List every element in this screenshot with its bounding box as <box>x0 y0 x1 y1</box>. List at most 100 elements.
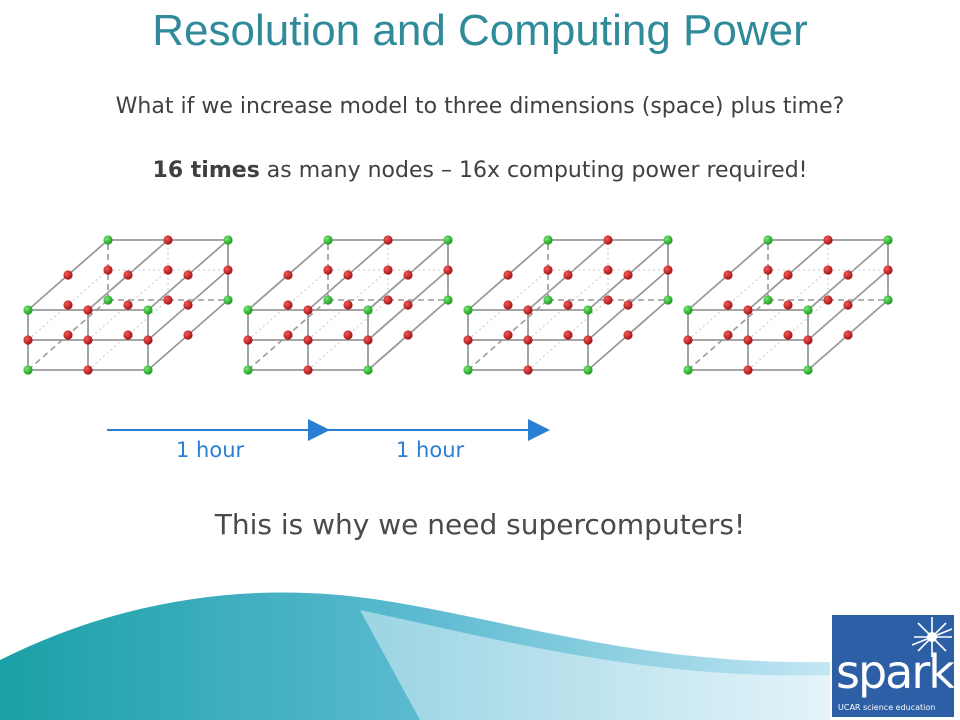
nodes-statement-bold: 16 times <box>152 158 260 183</box>
grid-node-red <box>503 270 513 280</box>
grid-node-red <box>763 265 773 275</box>
grid-node-red <box>403 270 413 280</box>
grid-node-red <box>383 265 393 275</box>
grid-node-red <box>343 300 353 310</box>
grid-node-green <box>323 295 333 305</box>
grid-node-red <box>803 335 813 345</box>
grid-node-red <box>883 265 893 275</box>
grid-node-green <box>763 235 773 245</box>
grid-node-red <box>823 265 833 275</box>
grid-node-red <box>503 330 513 340</box>
grid-node-red <box>783 270 793 280</box>
grid-cube-2 <box>243 235 453 375</box>
grid-node-red <box>823 235 833 245</box>
arrow-head-2 <box>528 419 550 441</box>
grid-node-red <box>543 265 553 275</box>
spark-logo: spark UCAR science education <box>832 615 955 717</box>
logo-wordmark: spark <box>836 645 955 699</box>
grid-node-green <box>543 295 553 305</box>
grid-node-green <box>463 365 473 375</box>
grid-node-red <box>563 270 573 280</box>
grid-node-red <box>243 335 253 345</box>
timestep-label-1: 1 hour <box>176 438 245 462</box>
grid-node-red <box>383 235 393 245</box>
grid-node-red <box>623 330 633 340</box>
grid-node-green <box>683 365 693 375</box>
grid-node-red <box>183 300 193 310</box>
grid-node-green <box>223 235 233 245</box>
grid-node-green <box>363 365 373 375</box>
grid-node-red <box>443 265 453 275</box>
grid-node-green <box>663 295 673 305</box>
grid-node-red <box>183 270 193 280</box>
grid-node-red <box>743 335 753 345</box>
grid-node-red <box>123 270 133 280</box>
grid-node-red <box>603 295 613 305</box>
grid-node-red <box>823 295 833 305</box>
slide-title: Resolution and Computing Power <box>152 6 808 55</box>
grid-node-red <box>623 270 633 280</box>
grid-node-red <box>163 295 173 305</box>
grid-node-red <box>323 265 333 275</box>
grid-node-red <box>503 300 513 310</box>
grid-node-red <box>343 330 353 340</box>
grid-node-red <box>383 295 393 305</box>
grid-node-red <box>623 300 633 310</box>
grid-node-red <box>143 335 153 345</box>
grid-node-red <box>403 330 413 340</box>
grid-node-green <box>683 305 693 315</box>
grid-node-red <box>283 330 293 340</box>
conclusion-text: This is why we need supercomputers! <box>214 508 746 541</box>
grid-node-red <box>63 330 73 340</box>
grid-node-red <box>303 305 313 315</box>
starburst-icon <box>911 617 953 657</box>
nodes-statement-rest: as many nodes – 16x computing power requ… <box>259 158 808 183</box>
grid-node-red <box>743 365 753 375</box>
grid-node-red <box>63 300 73 310</box>
grid-node-red <box>523 365 533 375</box>
grid-node-green <box>763 295 773 305</box>
grid-node-green <box>223 295 233 305</box>
grid-node-red <box>283 270 293 280</box>
grid-node-green <box>323 235 333 245</box>
timestep-label-2: 1 hour <box>396 438 465 462</box>
grid-node-red <box>563 300 573 310</box>
grid-node-green <box>23 305 33 315</box>
grid-node-red <box>723 270 733 280</box>
grid-node-red <box>603 265 613 275</box>
grid-node-red <box>523 335 533 345</box>
grid-node-red <box>303 335 313 345</box>
arrow-head-1 <box>308 419 330 441</box>
grid-node-red <box>843 300 853 310</box>
grid-node-red <box>303 365 313 375</box>
grid-node-red <box>603 235 613 245</box>
grid-node-red <box>343 270 353 280</box>
grid-node-red <box>723 330 733 340</box>
grid-node-red <box>123 300 133 310</box>
grid-node-green <box>883 235 893 245</box>
grid-node-red <box>583 335 593 345</box>
grid-node-red <box>843 330 853 340</box>
grid-cube-3 <box>463 235 673 375</box>
grid-node-red <box>523 305 533 315</box>
grid-node-green <box>363 305 373 315</box>
grid-node-green <box>883 295 893 305</box>
grid-node-green <box>543 235 553 245</box>
grid-node-red <box>83 305 93 315</box>
grid-node-green <box>583 305 593 315</box>
logo-tagline: UCAR science education <box>838 703 936 712</box>
grid-node-red <box>743 305 753 315</box>
grid-node-red <box>103 265 113 275</box>
timeline-arrows <box>107 419 550 441</box>
grid-cube-4 <box>683 235 893 375</box>
grid-node-red <box>163 265 173 275</box>
grid-node-green <box>103 295 113 305</box>
grid-node-red <box>723 300 733 310</box>
grid-node-red <box>363 335 373 345</box>
grid-node-red <box>403 300 413 310</box>
grid-node-red <box>23 335 33 345</box>
grid-node-green <box>243 365 253 375</box>
grid-node-red <box>683 335 693 345</box>
grid-node-red <box>783 330 793 340</box>
decorative-wave <box>0 592 830 720</box>
